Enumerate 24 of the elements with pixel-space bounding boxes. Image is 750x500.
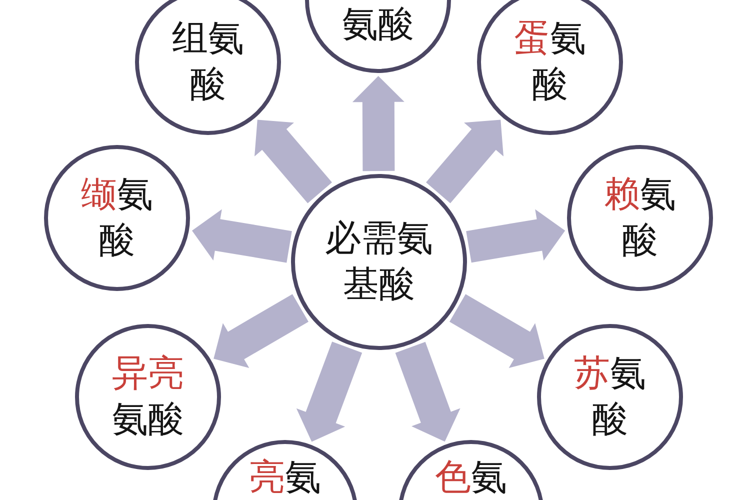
circle-node (44, 145, 190, 291)
node-label: 亮氨 (248, 456, 322, 500)
circle-node (75, 324, 221, 470)
block-arrow (426, 120, 504, 204)
block-arrow (254, 120, 332, 204)
block-arrow (296, 342, 362, 442)
block-arrow (466, 209, 566, 263)
block-arrow (352, 76, 404, 172)
node-label: 苏氨酸 (573, 352, 647, 442)
block-arrow (214, 294, 308, 368)
node-label: 组氨酸 (171, 17, 245, 107)
node-label: 赖氨酸 (603, 173, 677, 263)
circle-node (567, 145, 713, 291)
node-label: 异亮氨酸 (111, 352, 185, 442)
block-arrow (192, 209, 292, 263)
circle-node (537, 324, 683, 470)
node-label: 必需氨基酸 (324, 217, 434, 307)
circle-node (291, 174, 467, 350)
node-label: 缬氨酸 (80, 173, 154, 263)
block-arrow (450, 294, 544, 368)
node-label: 氨酸 (341, 3, 415, 47)
node-label: 色氨 (434, 456, 508, 500)
node-label: 蛋氨酸 (513, 17, 587, 107)
block-arrow (395, 342, 460, 442)
